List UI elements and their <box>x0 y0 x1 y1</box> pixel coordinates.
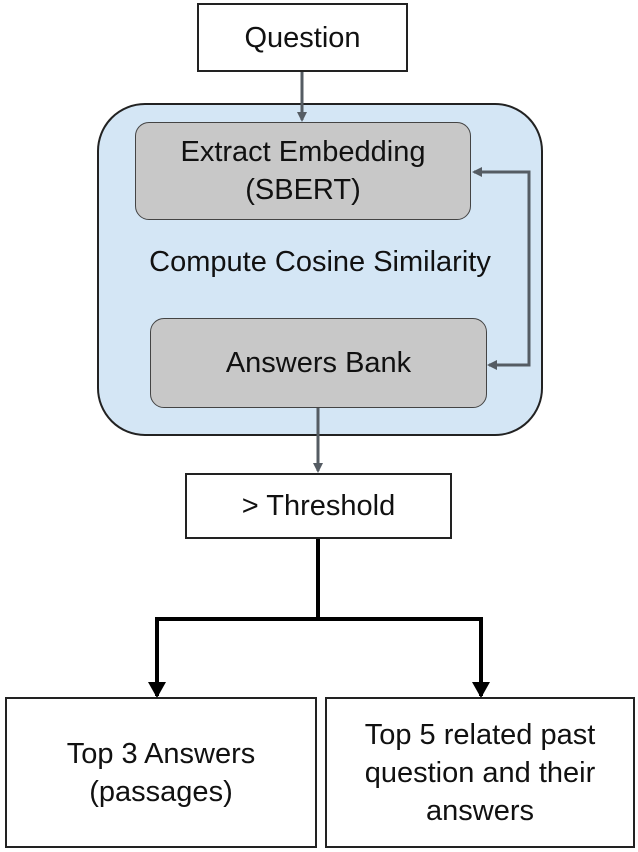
top5-line1: Top 5 related past <box>364 718 596 751</box>
question-node: Question <box>197 3 408 72</box>
arrow-loop-to-answers-bank <box>487 282 531 370</box>
top5-related-node: Top 5 related past question and their an… <box>325 697 635 848</box>
extract-embedding-label: Extract Embedding <box>180 136 426 168</box>
arrow-loop-to-embedding <box>472 167 531 282</box>
question-label: Question <box>244 21 361 54</box>
answers-bank-label: Answers Bank <box>225 347 412 379</box>
threshold-node: > Threshold <box>185 473 452 539</box>
top3-answers-node: Top 3 Answers (passages) <box>5 697 317 848</box>
passages-label: (passages) <box>89 775 233 808</box>
sbert-label: (SBERT) <box>245 174 361 206</box>
threshold-label: > Threshold <box>241 490 396 522</box>
extract-embedding-node: Extract Embedding (SBERT) <box>135 122 471 220</box>
top5-line2: question and their <box>364 756 596 789</box>
top3-answers-label: Top 3 Answers <box>66 737 256 770</box>
cosine-similarity-label: Compute Cosine Similarity <box>149 246 491 278</box>
answers-bank-node: Answers Bank <box>150 318 487 408</box>
top5-line3: answers <box>426 794 534 827</box>
